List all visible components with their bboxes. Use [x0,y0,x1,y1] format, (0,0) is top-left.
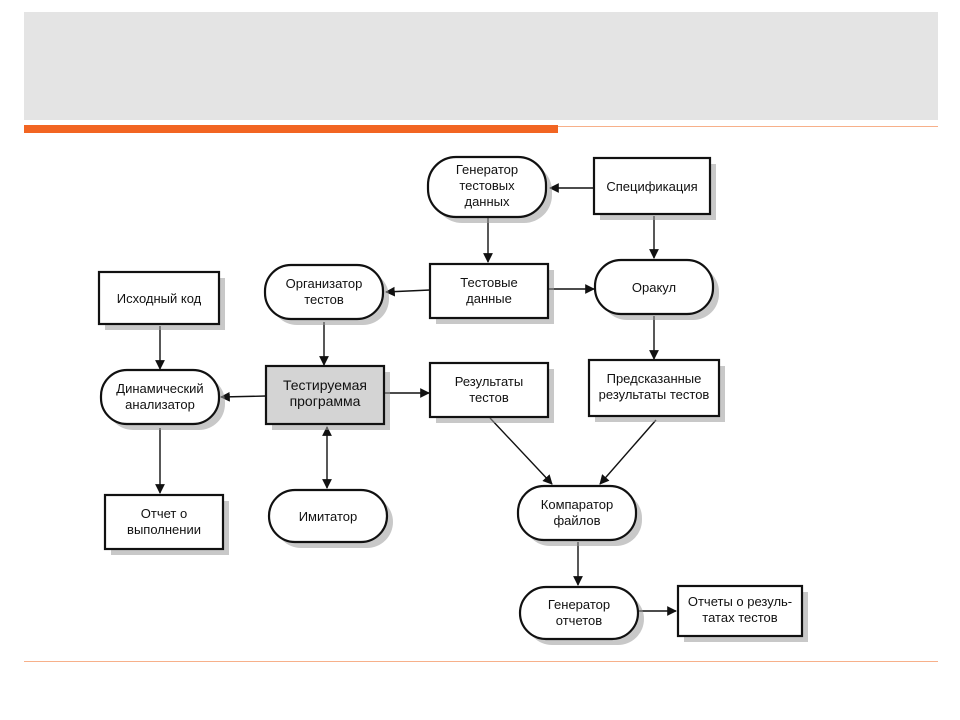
edge-testdata-to-organizer [385,286,431,297]
node-test-result-reports: Отчеты о резуль-татах тестов [676,584,808,642]
node-oracle: Оракул [593,258,719,320]
node-label-line: Отчеты о резуль- [688,594,792,609]
svg-text:Отчеты о резуль-татах тестов: Отчеты о резуль-татах тестов [688,594,792,625]
node-label: Исходный код [117,291,202,306]
edges [155,183,677,616]
edge-predicted-to-comparator [599,419,657,485]
node-label-line: тестов [304,292,344,307]
node-label: Имитатор [299,509,358,524]
node-label-line: результаты тестов [599,387,710,402]
node-label: Спецификация [606,179,697,194]
node-label-line: Генератор [548,597,610,612]
node-label-line: тестовых [459,178,515,193]
node-label-line: Организатор [286,276,363,291]
node-label-line: программа [290,393,361,409]
node-label-line: файлов [553,513,600,528]
orange-accent-bar [24,125,558,133]
node-label-line: Тестируемая [283,377,367,393]
node-label-line: данные [466,291,512,306]
orange-accent-line [558,126,938,127]
node-label-line: тестов [469,390,509,405]
slide-title-band [24,12,938,120]
node-simulator: Имитатор [267,488,393,548]
edge-program-to-analyzer [220,391,267,402]
node-label-line: Отчет о [141,506,187,521]
edge-results-to-comparator [489,417,553,485]
node-label-line: выполнении [127,522,201,537]
node-label: Оракул [632,280,676,295]
node-label-line: Предсказанные [607,371,702,386]
footer-divider-line [24,661,938,662]
node-label-line: Компаратор [541,497,613,512]
node-label-line: Генератор [456,162,518,177]
node-source-code: Исходный код [97,270,225,330]
node-label-line: данных [464,194,510,209]
node-label-line: отчетов [556,613,603,628]
node-label-line: Динамический [116,381,203,396]
node-specification: Спецификация [592,156,716,220]
node-label-line: Результаты [455,374,523,389]
node-label-line: анализатор [125,397,195,412]
node-label-line: татах тестов [702,610,777,625]
node-label-line: Тестовые [460,275,517,290]
